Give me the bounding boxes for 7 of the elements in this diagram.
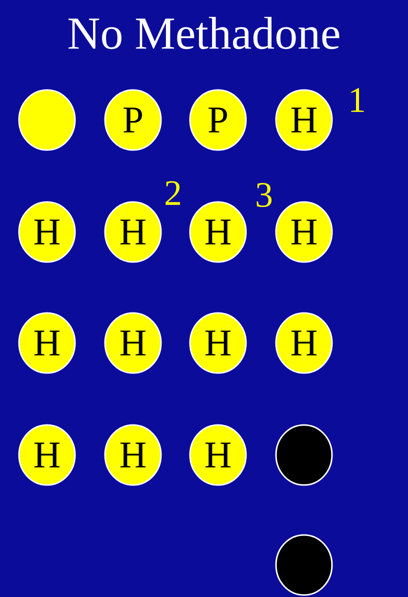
circle (18, 89, 76, 151)
footnote-number: 3 (256, 182, 272, 208)
footnote-number: 1 (351, 88, 364, 112)
title: No Methadone (68, 16, 340, 50)
circle (275, 424, 333, 486)
circle (275, 534, 333, 596)
footnote-number: 2 (166, 181, 180, 205)
